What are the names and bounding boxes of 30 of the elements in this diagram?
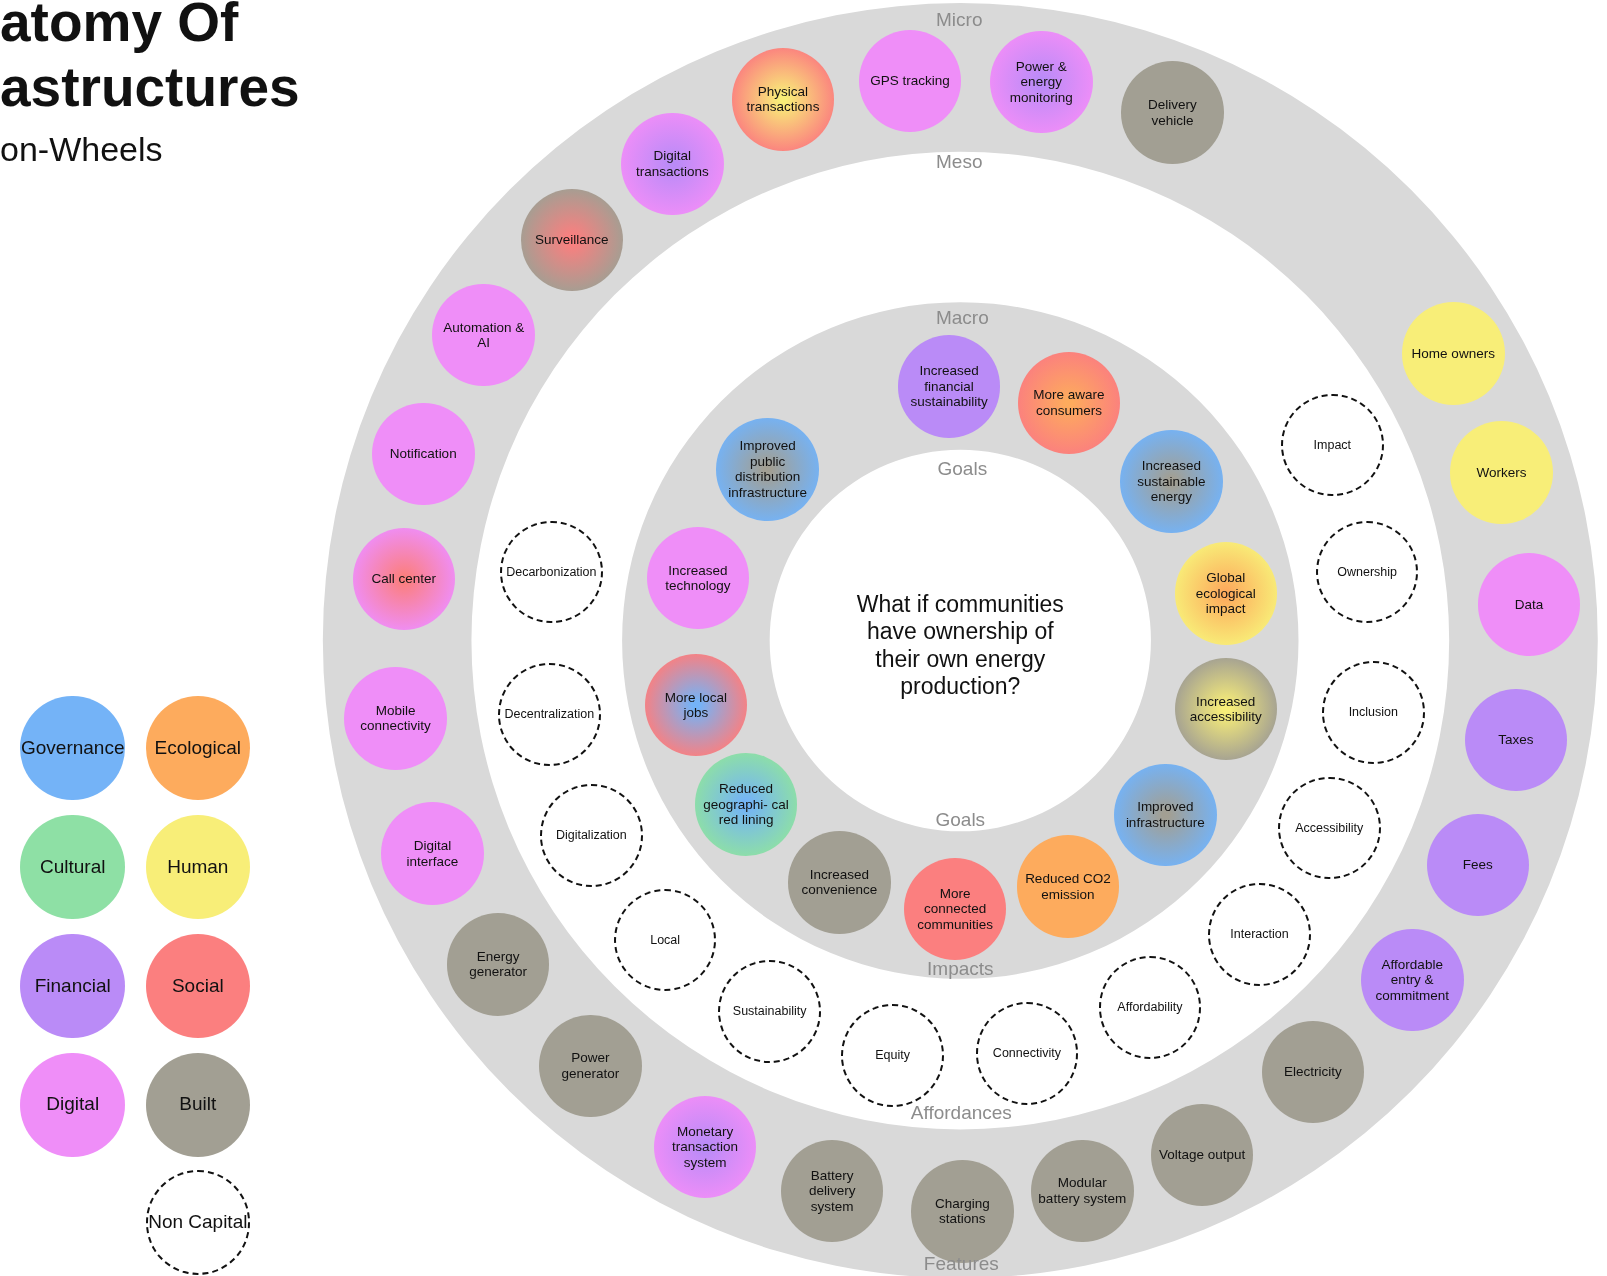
non-capital-circle: Impact [1281,393,1384,497]
legend-label: Non Capital [148,1211,248,1235]
legend-label: Ecological [154,736,242,760]
non-capital-circle: Interaction [1208,883,1311,986]
ring-label: Micro [936,9,983,32]
legend-label: Social [171,974,224,998]
legend-label: Cultural [40,855,106,879]
title: atomy Of astructures [0,0,301,120]
ring-label: Goals [935,808,986,831]
ring-label: Goals [937,458,988,481]
question-text: What if communities have ownership of their own energy production? [845,590,1076,701]
legend-label: Human [167,855,229,879]
ring-label: Meso [936,150,983,173]
non-capital-circle: Local [613,888,717,992]
non-capital-circle: Digitalization [540,784,643,887]
non-capital-circle: Decarbonization [500,520,603,624]
subtitle: on-Wheels [0,130,163,169]
non-capital-circle: Equity [841,1004,944,1107]
non-capital-circle: Accessibility [1278,776,1381,880]
legend-label: Governance [21,736,125,760]
non-capital-circle: Ownership [1315,520,1419,624]
non-capital-circle: Affordability [1098,956,1202,1059]
non-capital-circle: Sustainability [718,960,821,1063]
non-capital-circle: Inclusion [1322,661,1425,764]
legend-label: Financial [34,974,111,998]
ring-label: Macro [935,306,989,329]
legend-label: Digital [46,1093,100,1117]
non-capital-circle: Decentralization [498,663,601,766]
non-capital-circle: Connectivity [975,1002,1079,1105]
legend-label: Built [179,1093,217,1117]
